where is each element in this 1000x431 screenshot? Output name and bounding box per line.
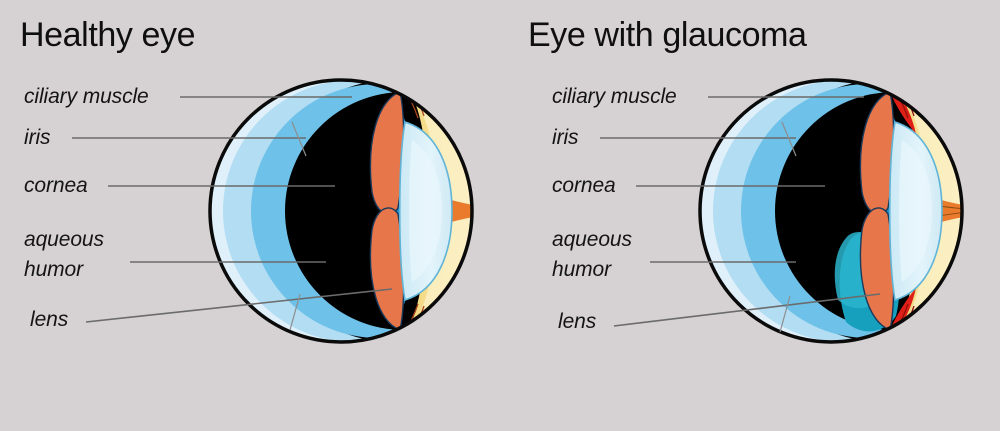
- panel-glaucoma-eye: Eye with glaucoma: [500, 0, 1000, 431]
- aqueous-humor-layer: [223, 80, 392, 342]
- panel-title-glaucoma: Eye with glaucoma: [528, 16, 807, 54]
- leader-tick-upper: [291, 121, 307, 157]
- leader-tick-lower: [289, 293, 301, 331]
- leader-lens: [85, 288, 393, 323]
- fluid-pocket-posterior: [958, 263, 962, 286]
- leader-tick-lower: [779, 295, 791, 333]
- label-lens: lens: [30, 308, 69, 331]
- label-ciliary-muscle: ciliary muscle: [24, 85, 149, 108]
- anterior-chamber-layer: [741, 84, 894, 338]
- leader-lens: [613, 293, 881, 327]
- label-aqueous-humor-line2: humor: [24, 258, 84, 281]
- lens-highlight: [899, 140, 932, 282]
- label-lens: lens: [558, 310, 597, 333]
- panel-title-healthy: Healthy eye: [20, 16, 196, 54]
- aqueous-humor-layer: [713, 80, 882, 342]
- label-aqueous-humor-line1: aqueous: [24, 228, 104, 251]
- label-iris: iris: [552, 126, 579, 149]
- panel-healthy-eye: Healthy eye: [20, 16, 474, 344]
- eye-outline: [698, 78, 964, 344]
- label-cornea: cornea: [552, 174, 616, 197]
- label-cornea: cornea: [24, 174, 88, 197]
- label-ciliary-muscle: ciliary muscle: [552, 85, 677, 108]
- label-iris: iris: [24, 126, 51, 149]
- glaucoma-eye-illustration: [600, 78, 964, 344]
- label-aqueous-humor-line2: humor: [552, 258, 612, 281]
- lens-highlight: [409, 140, 442, 282]
- healthy-eye-illustration: [72, 78, 474, 344]
- anterior-chamber-layer: [251, 84, 404, 338]
- label-aqueous-humor-line1: aqueous: [552, 228, 632, 251]
- eye-outline: [208, 78, 474, 344]
- leader-tick-upper: [781, 121, 797, 157]
